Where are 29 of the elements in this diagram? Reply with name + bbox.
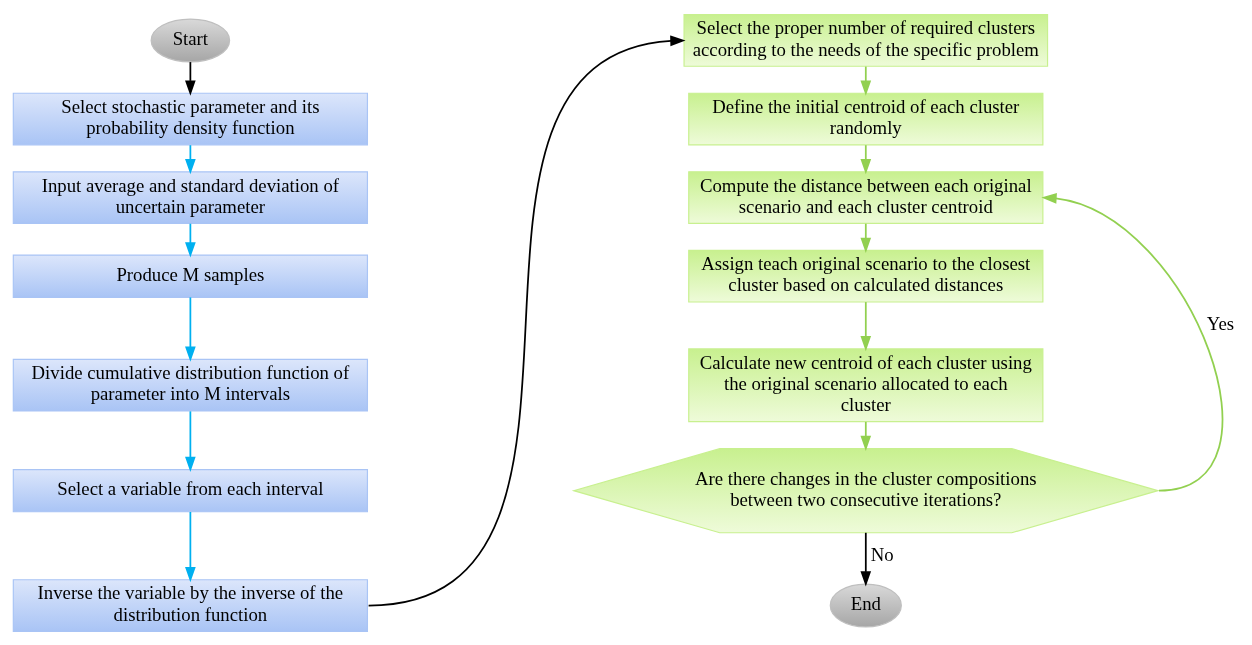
node-box: Assign teach original scenario to the closest cluster based on calculated distances bbox=[688, 249, 1044, 303]
node-box: Produce M samples bbox=[12, 254, 369, 298]
node-box: Select the proper number of required clusters according to the needs of the specific problem bbox=[683, 13, 1049, 67]
arrow bbox=[185, 143, 196, 174]
node-box: Divide cumulative distribution function of parameter into M intervals bbox=[12, 358, 369, 412]
arrow bbox=[860, 420, 872, 451]
node-box: Input average and standard deviation of uncertain parameter bbox=[12, 170, 369, 224]
arrow bbox=[185, 410, 196, 472]
arrow bbox=[1041, 192, 1224, 492]
node-box: Define the initial centroid of each cluster randomly bbox=[688, 92, 1044, 145]
node-box: Select a variable from each interval bbox=[12, 468, 369, 512]
arrow bbox=[860, 143, 872, 174]
arrow bbox=[860, 531, 872, 586]
edge-label: Yes bbox=[1206, 312, 1235, 334]
node-box: Compute the distance between each original scenario and each cluster centroid bbox=[688, 170, 1044, 224]
arrow bbox=[185, 222, 196, 257]
node-ellipse: End bbox=[829, 583, 902, 628]
arrow bbox=[185, 296, 196, 362]
arrow bbox=[185, 510, 196, 582]
arrow bbox=[185, 60, 196, 96]
arrow bbox=[860, 65, 872, 96]
edge-label: No bbox=[870, 543, 894, 565]
node-box: Select stochastic parameter and its probability density function bbox=[12, 92, 369, 145]
arrow bbox=[860, 222, 872, 253]
node-box: Calculate new centroid of each cluster using the original scenario allocated to each cluster bbox=[688, 347, 1044, 422]
arrow bbox=[367, 35, 686, 606]
arrow bbox=[860, 300, 872, 351]
node-box: Inverse the variable by the inverse of the distribution function bbox=[12, 578, 369, 632]
node-ellipse: Start bbox=[150, 17, 231, 62]
